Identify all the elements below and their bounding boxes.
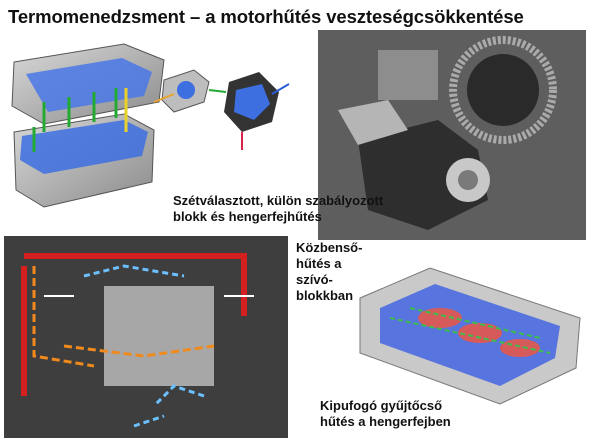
caption-block-and-head-split: Szétválasztott, külön szabályozott blokk… bbox=[173, 193, 383, 225]
caption-line: Kipufogó gyűjtőcső bbox=[320, 398, 443, 413]
caption-intake-intercooling: Közbenső- hűtés a szívó- blokkban bbox=[296, 240, 362, 304]
engine-exploded-illustration bbox=[4, 32, 304, 232]
slide-title: Termomenedzsment – a motorhűtés vesztesé… bbox=[8, 6, 524, 27]
intake-intercooler-illustration bbox=[4, 236, 288, 438]
caption-line: blokkban bbox=[296, 288, 354, 303]
cylinder-head-cutaway-illustration bbox=[350, 258, 586, 408]
caption-line: Közbenső- bbox=[296, 240, 363, 255]
thermostat-pump-photo bbox=[318, 30, 586, 240]
caption-line: hűtés a bbox=[296, 256, 342, 271]
caption-line: hűtés a hengerfejben bbox=[320, 414, 451, 429]
caption-line: szívó- bbox=[296, 272, 333, 287]
caption-line: blokk és hengerfejhűtés bbox=[173, 209, 322, 224]
caption-line: Szétválasztott, külön szabályozott bbox=[173, 193, 384, 208]
caption-exhaust-manifold-cooling: Kipufogó gyűjtőcső hűtés a hengerfejben bbox=[320, 398, 451, 430]
